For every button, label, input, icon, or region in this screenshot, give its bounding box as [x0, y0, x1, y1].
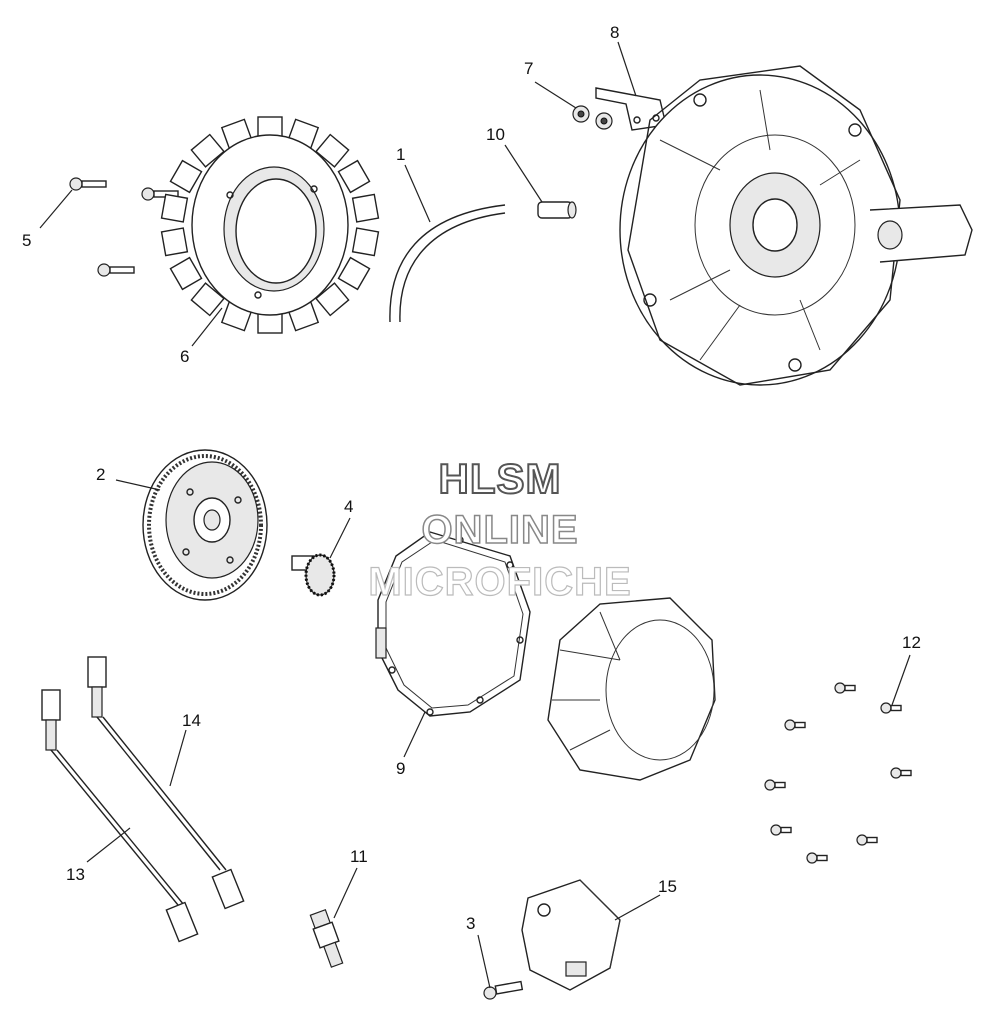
callout-13: 13: [66, 865, 85, 884]
flywheel-housing: [619, 65, 973, 386]
part-9-gasket: [375, 531, 531, 717]
part-6-stator: [160, 116, 380, 334]
callout-2: 2: [96, 465, 106, 484]
part-4-gear: [291, 553, 336, 597]
part-13-lead: [41, 689, 199, 943]
cover-housing: [547, 597, 716, 781]
watermark-line2: ONLINE: [421, 508, 579, 552]
callout-6: 6: [180, 347, 190, 366]
part-8-bracket: [595, 87, 667, 131]
part-11-spark-plug: [309, 908, 344, 968]
callout-7: 7: [524, 59, 534, 78]
callout-10: 10: [486, 125, 505, 144]
callout-15: 15: [658, 877, 677, 896]
watermark-line3: MICROFICHE: [368, 560, 632, 604]
leader-lines: [39, 41, 911, 989]
callout-8: 8: [610, 23, 620, 42]
callout-14: 14: [182, 711, 201, 730]
part-1-wire: [389, 204, 506, 323]
callout-1: 1: [396, 145, 406, 164]
callout-4: 4: [344, 497, 354, 516]
callout-11: 11: [350, 847, 368, 866]
watermark-line1: HLSM: [438, 455, 562, 502]
part-7-nuts: [572, 105, 613, 130]
callout-9: 9: [396, 759, 406, 778]
part-2-flywheel: [142, 449, 268, 601]
part-10-sleeve: [537, 201, 577, 219]
part-5-screws: [69, 177, 179, 277]
callout-3: 3: [466, 914, 476, 933]
part-12-screws: [764, 682, 912, 864]
part-14-lead: [87, 656, 245, 910]
part-15-module: [521, 879, 621, 991]
callout-5: 5: [22, 231, 32, 250]
callout-12: 12: [902, 633, 921, 652]
